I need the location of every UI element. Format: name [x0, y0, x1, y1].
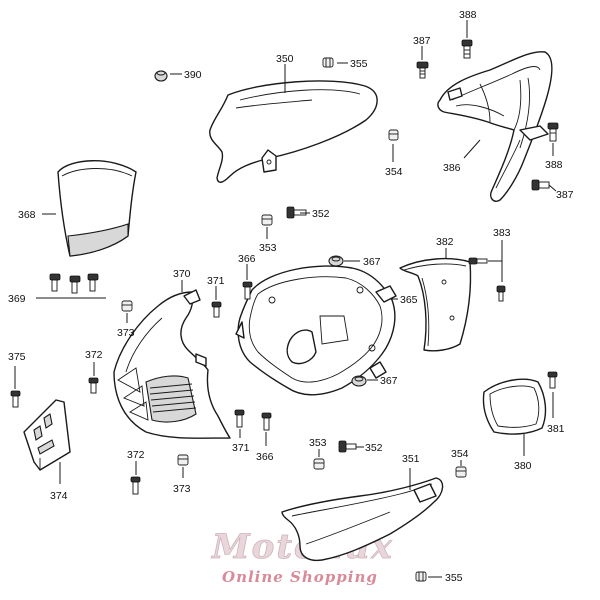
part-367-grommet-lower	[351, 375, 378, 387]
part-367-grommet-top	[328, 255, 360, 267]
callout-label: 373	[117, 327, 135, 339]
callout-label: 388	[545, 159, 563, 171]
part-371-screw-upper	[211, 286, 222, 318]
callout-label: 353	[259, 242, 277, 254]
part-353-nut-top	[261, 214, 273, 239]
callout-label: 372	[85, 349, 103, 361]
callout-label: 382	[436, 236, 454, 248]
callout-label: 387	[556, 189, 574, 201]
callout-label: 352	[365, 442, 383, 454]
callout-label: 368	[18, 209, 36, 221]
part-371-screw-lower	[234, 409, 245, 438]
part-355-nut-top	[322, 57, 348, 68]
part-354-nut-lower	[455, 460, 467, 478]
callout-label: 350	[276, 53, 294, 65]
part-373-nut-left	[121, 300, 133, 323]
callout-label: 366	[238, 253, 256, 265]
cowl-grille	[149, 383, 197, 413]
callout-label: 390	[184, 69, 202, 81]
part-372-screw-lower	[130, 461, 141, 495]
part-381-screw	[547, 371, 558, 418]
callout-label: 374	[50, 490, 68, 502]
callout-label: 365	[400, 294, 418, 306]
callout-label: 371	[207, 275, 225, 287]
part-353-nut-lower	[313, 449, 325, 470]
callout-label: 354	[451, 448, 469, 460]
part-390-cap	[154, 70, 182, 82]
part-372-screw-upper	[88, 362, 99, 394]
part-383-screws	[468, 240, 506, 302]
callout-label: 386	[443, 162, 461, 174]
part-370-front-cowl	[113, 280, 231, 439]
part-355-nut-lower	[415, 571, 442, 582]
callout-label: 371	[232, 442, 250, 454]
callout-label: 388	[459, 9, 477, 21]
callout-label: 367	[363, 256, 381, 268]
part-374-bracket	[23, 399, 71, 484]
part-386-rear-carrier	[437, 51, 553, 202]
part-380-cover-plate	[482, 378, 547, 456]
part-352-screw-top	[286, 206, 310, 219]
callout-label: 369	[8, 293, 26, 305]
part-351-lower-side-panel	[281, 468, 444, 562]
watermark-tagline: Online Shopping	[222, 568, 378, 586]
part-352-screw-lower	[338, 440, 364, 453]
callout-label: 355	[350, 58, 368, 70]
callout-label: 353	[309, 437, 327, 449]
callout-label: 383	[493, 227, 511, 239]
part-365-inner-shield	[235, 265, 398, 396]
callout-label: 366	[256, 451, 274, 463]
callout-label: 375	[8, 351, 26, 363]
part-366-screw-upper	[242, 264, 253, 300]
part-368-front-panel	[42, 160, 137, 257]
part-373-nut-lower	[177, 454, 189, 478]
callout-labels: 390 350 355 387 388 386 388 387 368 352 …	[8, 9, 574, 584]
callout-label: 351	[402, 453, 420, 465]
callout-label: 352	[312, 208, 330, 220]
callout-label: 367	[380, 375, 398, 387]
callout-label: 381	[547, 423, 565, 435]
callout-label: 387	[413, 35, 431, 47]
part-387-screw-top	[416, 46, 429, 79]
part-375-screw	[10, 366, 21, 408]
part-388-bolt-right	[547, 122, 559, 156]
part-354-nut-top	[388, 129, 399, 162]
part-350-top-cover	[209, 64, 378, 183]
part-382-side-panel	[399, 248, 472, 352]
callout-label: 370	[173, 268, 191, 280]
callout-label: 354	[385, 166, 403, 178]
part-366-screw-lower	[261, 412, 272, 446]
callout-label: 355	[445, 572, 463, 584]
callout-label: 372	[127, 449, 145, 461]
part-387-screw-right	[531, 179, 557, 192]
part-369-screw-set	[36, 273, 106, 299]
callout-label: 380	[514, 460, 532, 472]
callout-label: 373	[173, 483, 191, 495]
part-388-bolt-top	[461, 20, 473, 59]
